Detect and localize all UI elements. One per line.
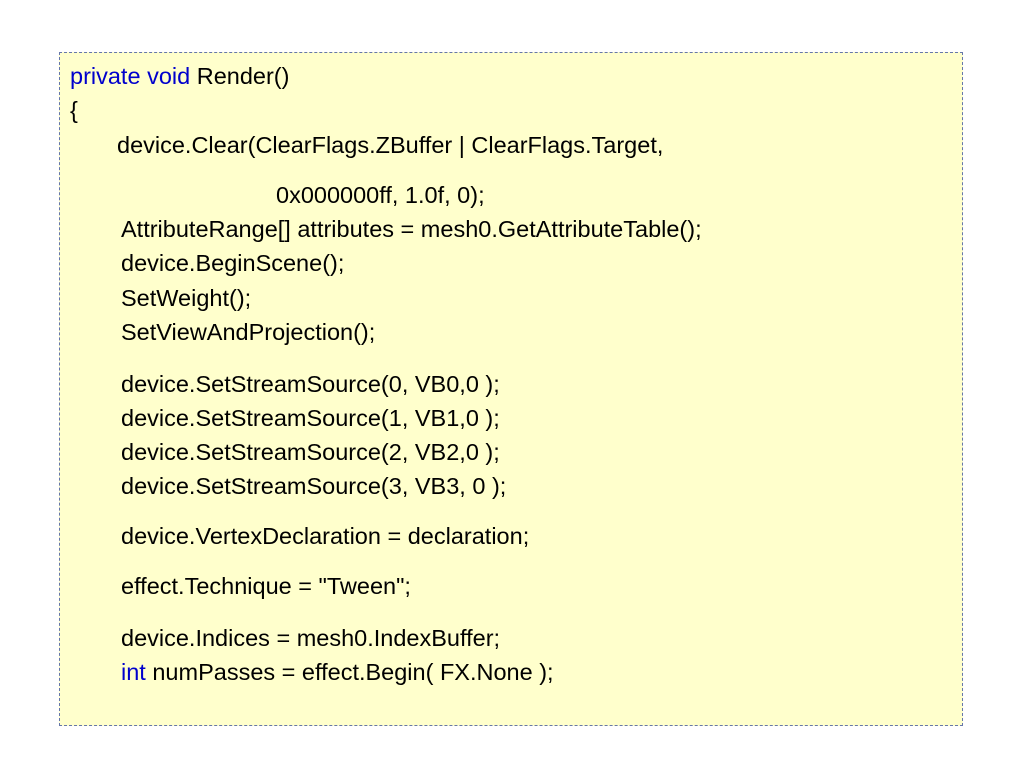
code-line-device-indices: device.Indices = mesh0.IndexBuffer;: [121, 625, 501, 651]
code-line-stream-source-3: device.SetStreamSource(3, VB3, 0 );: [121, 473, 507, 499]
method-name: Render(): [196, 63, 290, 89]
code-line-stream-source-0: device.SetStreamSource(0, VB0,0 );: [121, 371, 500, 397]
code-line-set-view-projection: SetViewAndProjection();: [121, 319, 376, 345]
code-line-clear-1: device.Clear(ClearFlags.ZBuffer | ClearF…: [117, 132, 664, 158]
code-line-clear-2: 0x000000ff, 1.0f, 0);: [276, 182, 485, 208]
method-signature-line: private void Render(): [70, 62, 289, 90]
code-line-stream-source-2: device.SetStreamSource(2, VB2,0 );: [121, 439, 500, 465]
code-line-stream-source-1: device.SetStreamSource(1, VB1,0 );: [121, 405, 500, 431]
open-brace: {: [70, 97, 78, 123]
keyword-void: void: [147, 63, 191, 89]
code-line-attributes: AttributeRange[] attributes = mesh0.GetA…: [121, 216, 702, 242]
keyword-int: int: [121, 659, 146, 685]
code-line-num-passes: int numPasses = effect.Begin( FX.None );: [121, 658, 554, 686]
code-line-begin-scene: device.BeginScene();: [121, 250, 345, 276]
code-line-effect-technique: effect.Technique = "Tween";: [121, 573, 411, 599]
code-line-vertex-declaration: device.VertexDeclaration = declaration;: [121, 523, 530, 549]
code-block: private void Render() { device.Clear(Cle…: [59, 52, 963, 726]
num-passes-statement: numPasses = effect.Begin( FX.None );: [145, 659, 554, 685]
keyword-private: private: [70, 63, 141, 89]
code-line-set-weight: SetWeight();: [121, 285, 252, 311]
